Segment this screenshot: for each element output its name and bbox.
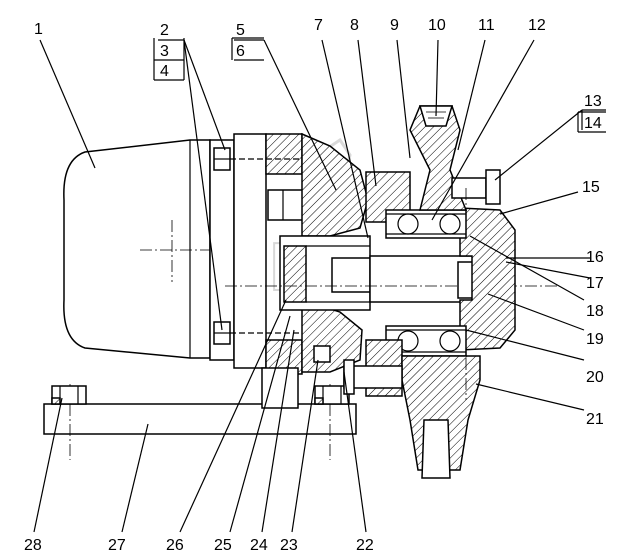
callout-2: 2 <box>160 22 169 39</box>
callout-8: 8 <box>350 17 359 34</box>
housing-bolt-lower <box>343 359 403 395</box>
callout-7: 7 <box>314 17 323 34</box>
callout-boxes <box>153 37 606 133</box>
callout-labels: 1 2 3 4 5 6 7 8 9 10 11 12 13 14 15 16 1… <box>24 17 604 554</box>
callout-21: 21 <box>586 411 604 428</box>
shaft-coupling <box>279 235 371 311</box>
callout-1: 1 <box>34 21 43 38</box>
callout-5: 5 <box>236 22 245 39</box>
base-plate <box>43 384 357 460</box>
nut-23 <box>313 345 331 363</box>
callout-26: 26 <box>166 537 184 554</box>
callout-6: 6 <box>236 43 245 60</box>
callout-22: 22 <box>356 537 374 554</box>
callout-11: 11 <box>478 17 495 34</box>
callout-23: 23 <box>280 537 298 554</box>
callout-24: 24 <box>250 537 268 554</box>
motor-housing <box>63 139 225 359</box>
upper-bearing <box>365 171 467 239</box>
base-bolt-right <box>314 385 350 405</box>
callout-15: 15 <box>582 179 600 196</box>
callout-10: 10 <box>428 17 446 34</box>
callout-3: 3 <box>160 43 169 60</box>
base-bolt-left <box>51 385 87 405</box>
pulley-wheel-bottom <box>401 355 481 479</box>
callout-20: 20 <box>586 369 604 386</box>
flange-bolt-bottom <box>213 321 300 345</box>
callout-13: 13 <box>584 93 602 110</box>
callout-4: 4 <box>160 63 169 80</box>
leader-lines <box>33 39 606 533</box>
callout-9: 9 <box>390 17 399 34</box>
callout-27: 27 <box>108 537 126 554</box>
flange-bolt-top <box>213 147 300 171</box>
callout-28: 28 <box>24 537 42 554</box>
callout-19: 19 <box>586 331 604 348</box>
callout-17: 17 <box>586 275 604 292</box>
callout-12: 12 <box>528 17 546 34</box>
callout-14: 14 <box>584 115 602 132</box>
callout-25: 25 <box>214 537 232 554</box>
center-lines <box>171 188 467 282</box>
callout-16: 16 <box>586 249 604 266</box>
callout-18: 18 <box>586 303 604 320</box>
